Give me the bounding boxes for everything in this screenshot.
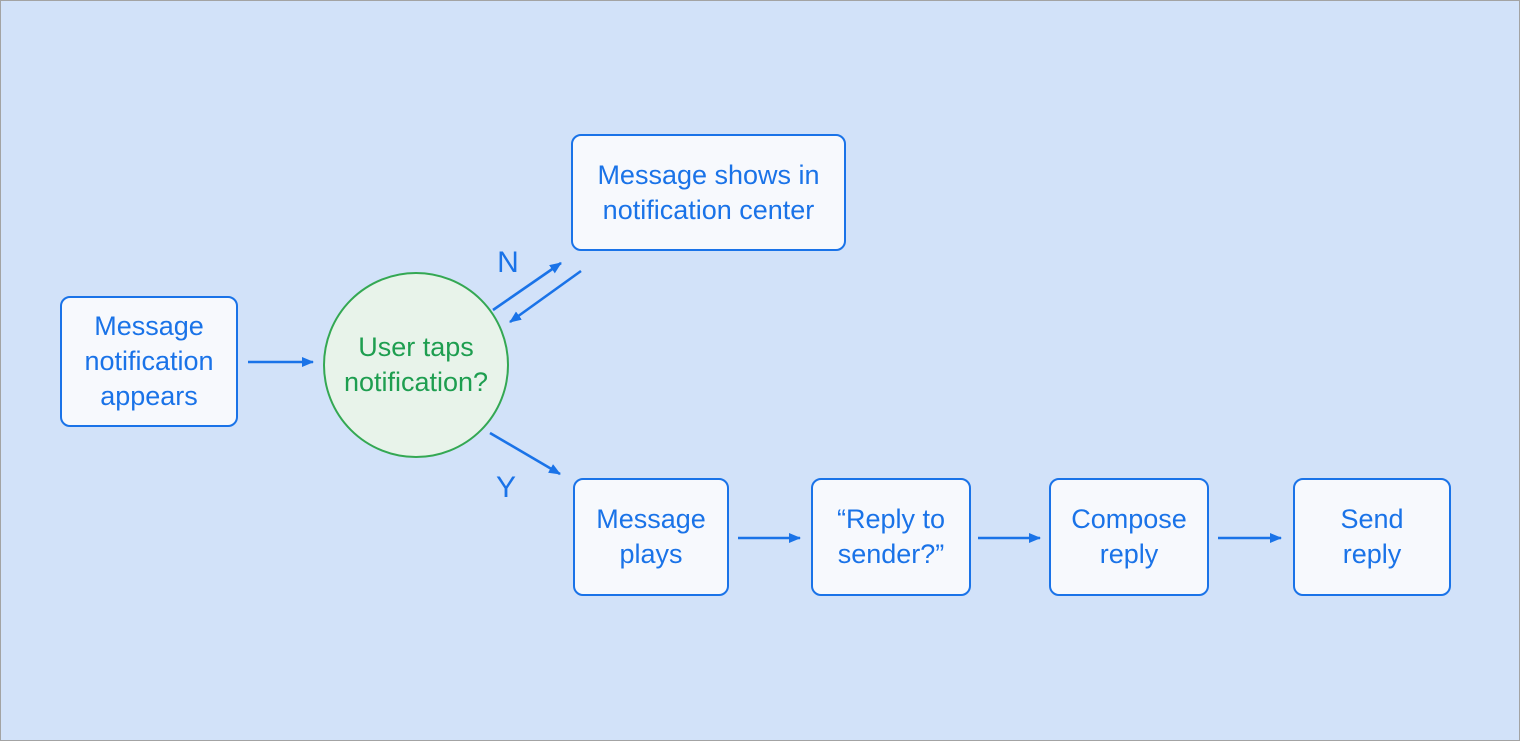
node-message-notification-appears: Message notification appears — [60, 296, 238, 427]
node-send-reply: Send reply — [1293, 478, 1451, 596]
node-message-shows-in-notification-center: Message shows in notification center — [571, 134, 846, 251]
node-user-taps-notification: User taps notification? — [323, 272, 509, 458]
arrow-decision-to-message-plays — [489, 431, 561, 476]
branch-label-no: N — [497, 246, 519, 279]
node-message-plays: Message plays — [573, 478, 729, 596]
node-reply-to-sender: “Reply to sender?” — [811, 478, 971, 596]
arrow-notification-center-to-decision — [509, 269, 582, 324]
branch-label-yes: Y — [495, 471, 517, 504]
node-compose-reply: Compose reply — [1049, 478, 1209, 596]
